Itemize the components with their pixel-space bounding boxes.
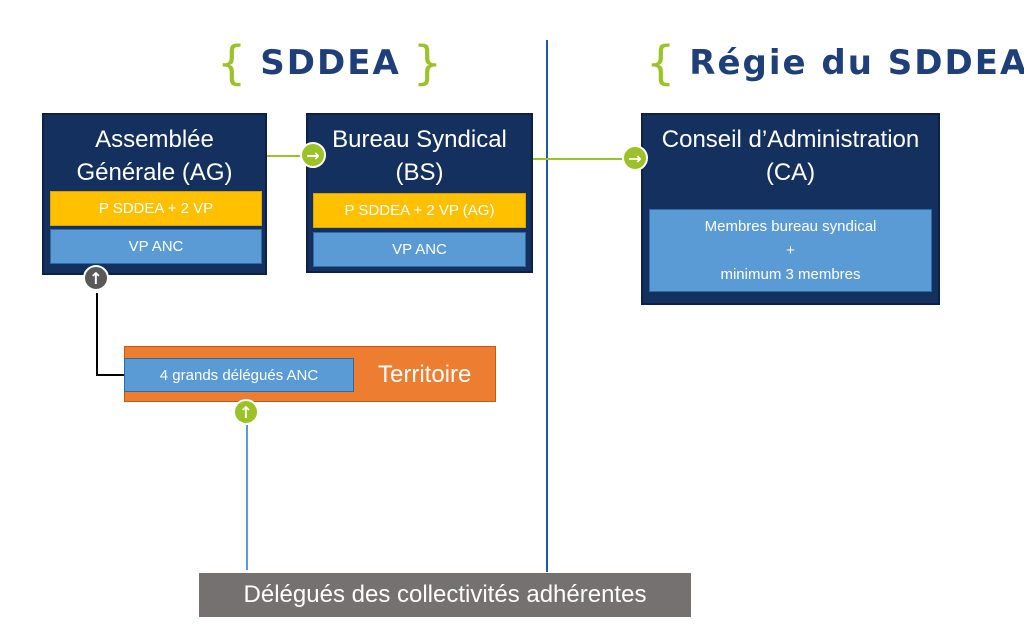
arrow-right-icon: → (300, 142, 326, 168)
bs-vp-anc-box: VP ANC (313, 232, 526, 267)
ca-members-box: Membres bureau syndical + minimum 3 memb… (649, 209, 932, 292)
arrow-right-icon: → (622, 145, 648, 171)
ca-title: Conseil d’Administration (CA) (661, 126, 920, 186)
heading-sddea: { SDDEA } (205, 40, 456, 86)
territoire-label: Territoire (378, 361, 472, 388)
ag-vp-anc-box: VP ANC (50, 229, 262, 264)
bs-title: Bureau Syndical (BS) (332, 126, 507, 186)
arrow-up-icon: ↑ (233, 399, 259, 425)
delegues-collectivites-box: Délégués des collectivités adhérentes (199, 573, 691, 617)
brace-open: { (217, 36, 249, 90)
heading-sddea-text: SDDEA (260, 43, 401, 83)
bs-president-box: P SDDEA + 2 VP (AG) (313, 193, 526, 228)
ag-president-box: P SDDEA + 2 VP (50, 191, 262, 226)
heading-regie-text: Régie du SDDEA (689, 43, 1024, 83)
brace-open: { (646, 36, 678, 90)
heading-regie: { Régie du SDDEA } (634, 40, 1024, 86)
arrow-up-icon: ↑ (83, 265, 109, 291)
brace-close: } (412, 36, 445, 90)
territoire-delegates-box: 4 grands délégués ANC (124, 358, 354, 392)
territoire-to-ag-line (96, 293, 124, 376)
ag-title: Assemblée Générale (AG) (76, 126, 233, 186)
